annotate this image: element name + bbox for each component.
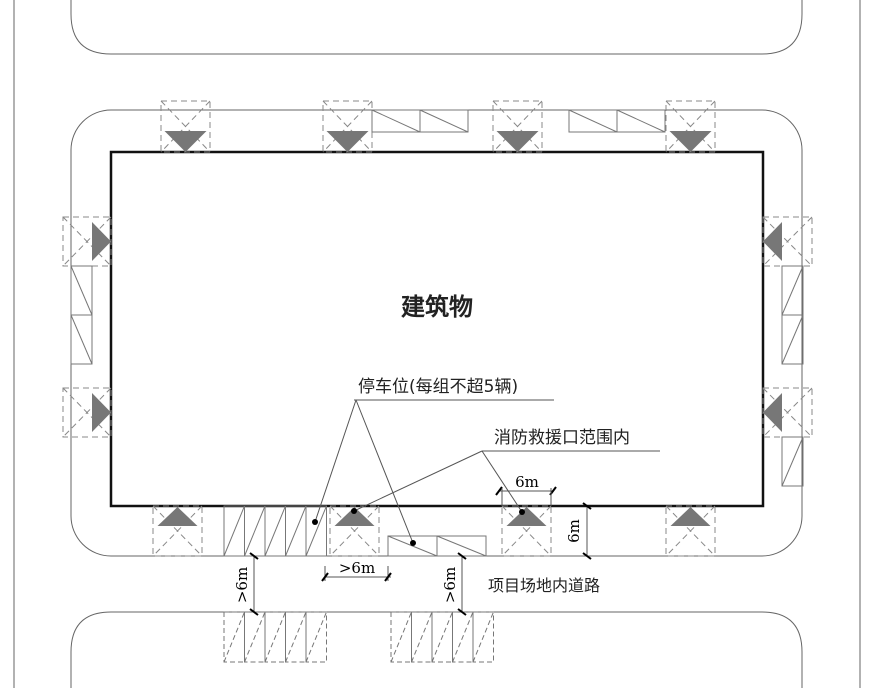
- parking-stall-diagonal: [781, 314, 804, 365]
- parking-stall-diagonal: [264, 505, 286, 557]
- parking-stall: [70, 314, 93, 365]
- parking-point-1: [312, 519, 318, 525]
- rescue-zone-cross: [329, 505, 380, 557]
- rescue-zone-cross: [322, 100, 373, 153]
- rescue-window-triangle: [496, 131, 539, 152]
- parking-point-2: [410, 540, 416, 546]
- rescue-window-triangle: [763, 393, 782, 432]
- rescue-zone-cross: [62, 216, 112, 267]
- rescue-zone-cross: [492, 100, 543, 153]
- building-label: 建筑物: [401, 293, 473, 321]
- top-block: [70, 0, 803, 55]
- road-label: 项目场地内道路: [488, 576, 600, 595]
- parking-stall: [616, 109, 666, 133]
- parking-stall-diagonal: [411, 611, 433, 663]
- rescue-zone-cross: [160, 100, 211, 153]
- parking-stall-diagonal: [431, 611, 453, 663]
- parking-stall-diagonal: [371, 109, 421, 133]
- rescue-leader-1: [353, 450, 483, 512]
- rescue-window-triangle: [92, 222, 111, 261]
- rescue-window-triangle: [763, 222, 782, 261]
- parking-stall-planned: [285, 611, 307, 663]
- dim-tick: [249, 608, 259, 616]
- parking-stall-diagonal: [781, 265, 804, 316]
- rescue-window-triangle: [326, 131, 369, 152]
- rescue-window-triangle: [506, 507, 547, 526]
- rescue-point-2: [519, 509, 525, 515]
- rescue-window-triangle: [669, 131, 712, 152]
- dim-rescue-width-label: 6m: [515, 473, 539, 491]
- rescue-zone-box: [152, 505, 203, 557]
- parking-stall-diagonal: [616, 109, 666, 133]
- rescue-window-triangle: [334, 507, 375, 526]
- parking-stall-diagonal: [223, 611, 245, 663]
- parking-stall: [781, 436, 804, 487]
- parking-stall-diagonal: [285, 611, 307, 663]
- rescue-zone-box: [665, 505, 716, 557]
- parking-stall-diagonal: [452, 611, 474, 663]
- dim-tick: [582, 502, 592, 510]
- rescue-leader-2: [481, 450, 523, 513]
- dim-road-gap-right-label: >6m: [441, 567, 459, 603]
- rescue-window-triangle: [92, 393, 111, 432]
- parking-stall-diagonal: [390, 611, 412, 663]
- dim-tick: [249, 552, 259, 560]
- rescue-window-triangle: [157, 507, 198, 526]
- dim-tick: [495, 486, 503, 496]
- dim-tick: [384, 572, 392, 582]
- parking-stall: [419, 109, 469, 133]
- parking-stall-diagonal: [436, 535, 487, 557]
- dim-road-gap-left-label: >6m: [233, 567, 251, 603]
- rescue-window-triangle: [670, 507, 711, 526]
- parking-label: 停车位(每组不超5辆): [358, 377, 518, 397]
- parking-stall-diagonal: [285, 505, 307, 557]
- rescue-zone-cross: [501, 505, 552, 557]
- parking-stall-diagonal: [305, 611, 327, 663]
- dim-road-depth-label: 6m: [565, 519, 583, 543]
- parking-leader-1: [314, 399, 357, 523]
- dim-gap-label: >6m: [339, 559, 375, 577]
- parking-stall: [781, 314, 804, 365]
- parking-stall-planned: [472, 611, 494, 663]
- parking-stall-planned: [223, 611, 245, 663]
- rescue-zone-cross: [762, 387, 813, 438]
- parking-stall-diagonal: [472, 611, 494, 663]
- parking-stall-planned: [431, 611, 453, 663]
- parking-stall-planned: [264, 611, 286, 663]
- parking-stall-diagonal: [264, 611, 286, 663]
- rescue-point-1: [351, 508, 357, 514]
- rescue-zone-box: [329, 505, 380, 557]
- parking-stall-diagonal: [387, 535, 438, 557]
- rescue-zone-cross: [62, 387, 112, 438]
- parking-stall-diagonal: [781, 436, 804, 487]
- dim-tick: [582, 552, 592, 560]
- parking-stall-diagonal: [244, 611, 266, 663]
- parking-stall-diagonal: [223, 505, 245, 557]
- parking-stall-diagonal: [70, 314, 93, 365]
- parking-stall-diagonal: [244, 505, 266, 557]
- parking-leader-2: [355, 399, 414, 544]
- rescue-zone-label: 消防救援口范围内: [494, 428, 630, 448]
- parking-stall-diagonal: [568, 109, 618, 133]
- parking-stall-diagonal: [419, 109, 469, 133]
- dim-tick: [457, 608, 467, 616]
- rescue-zone-cross: [665, 100, 716, 153]
- rescue-zone-cross: [665, 505, 716, 557]
- rescue-zone-cross: [762, 216, 813, 267]
- parking-stall: [305, 505, 327, 557]
- rescue-window-triangle: [164, 131, 207, 152]
- building: [109, 150, 765, 508]
- rescue-zone-box: [501, 505, 552, 557]
- parking-stall-planned: [305, 611, 327, 663]
- dim-tick: [457, 552, 467, 560]
- dim-tick: [321, 572, 329, 582]
- rescue-zone-cross: [152, 505, 203, 557]
- parking-stall-diagonal: [305, 505, 327, 557]
- parking-stall-planned: [411, 611, 433, 663]
- parking-stall-planned: [390, 611, 412, 663]
- parking-stall-diagonal: [70, 265, 93, 316]
